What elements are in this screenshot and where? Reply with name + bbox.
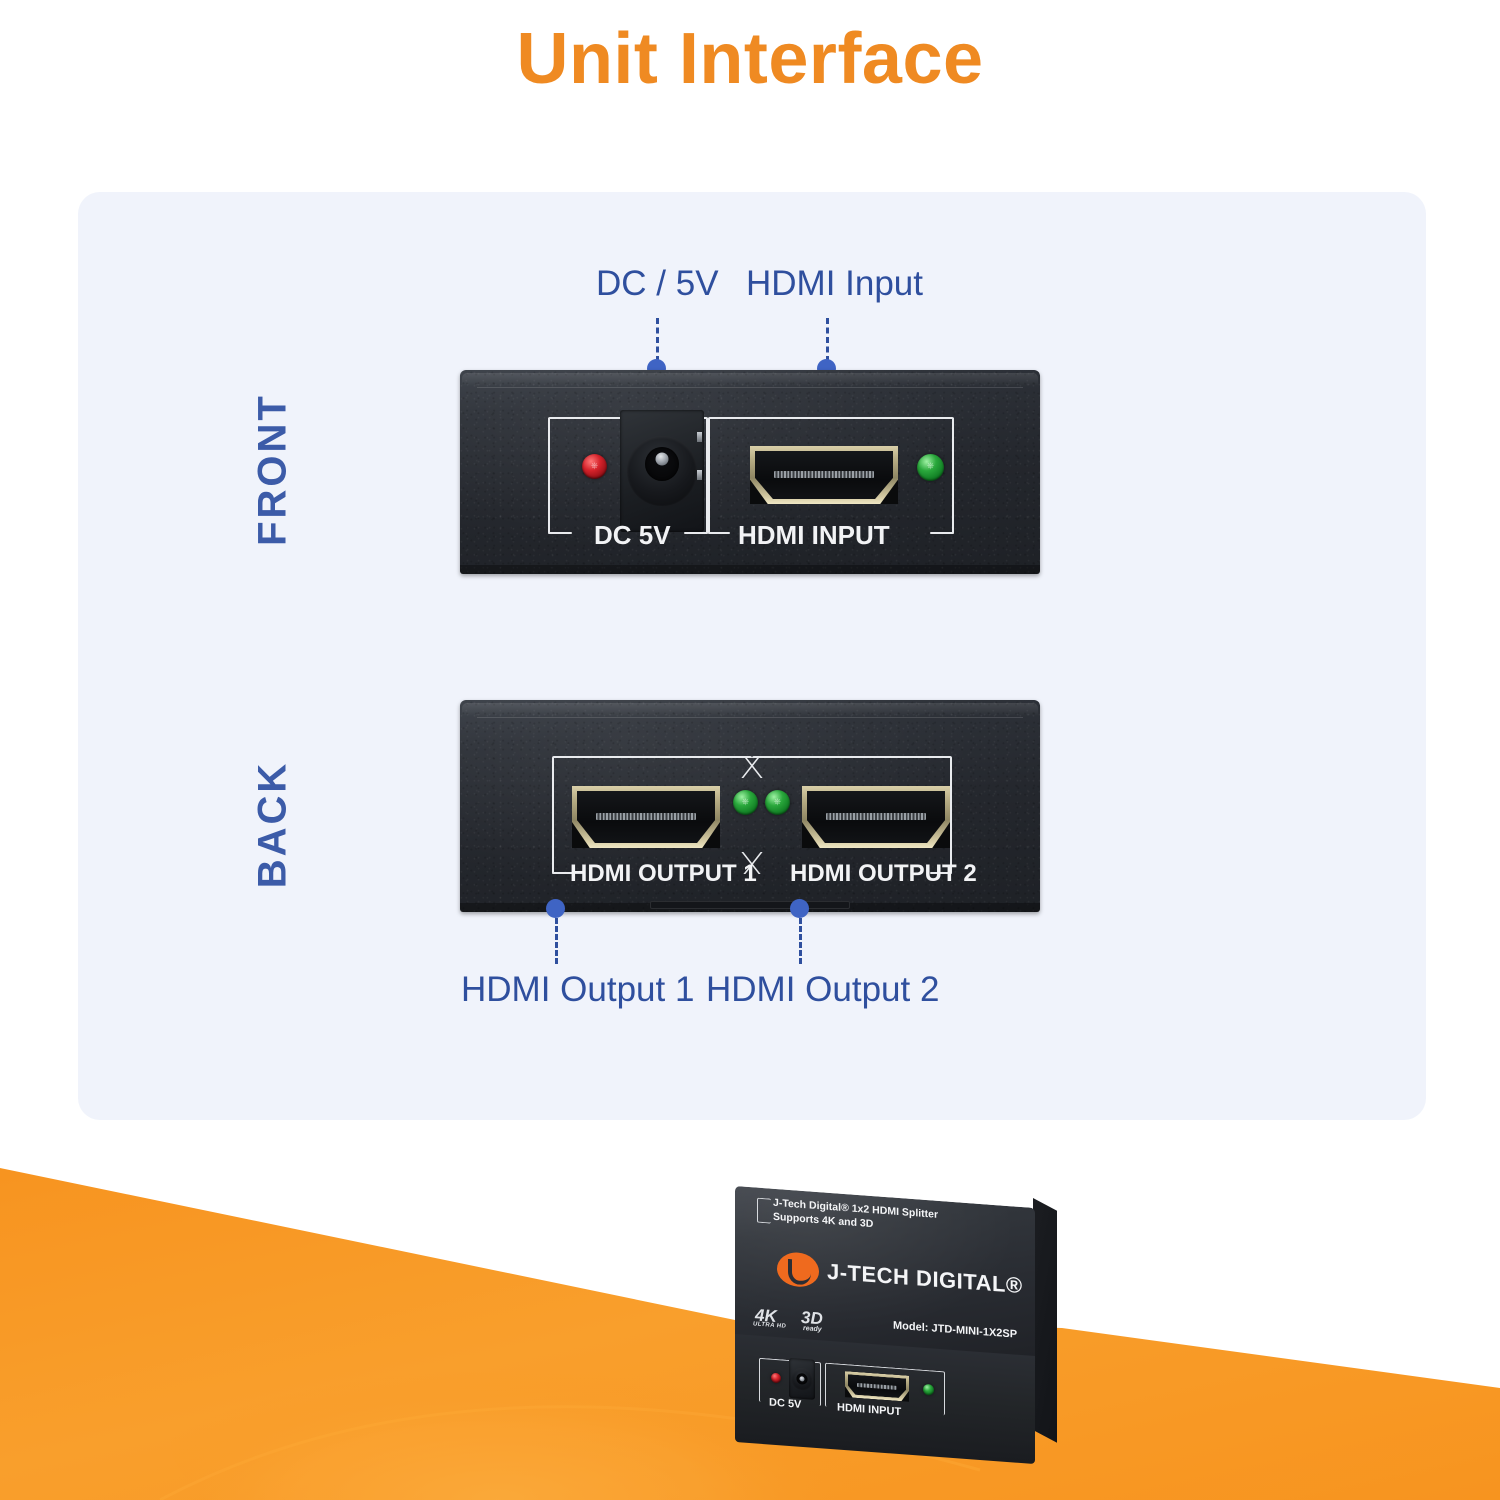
silk-frame-output2 bbox=[752, 756, 952, 874]
silk-frame-dc5v-stub-right bbox=[684, 532, 708, 534]
hdmi-port-pins bbox=[596, 813, 696, 820]
device-top-bevel bbox=[462, 703, 1038, 716]
power-led-red: ⎈ bbox=[582, 454, 607, 479]
product-hdmi-input-port bbox=[845, 1371, 909, 1402]
silk-frame-output2-stub bbox=[930, 872, 952, 874]
callout-label-hdmi-input: HDMI Input bbox=[746, 264, 923, 303]
status-led-green: ⎈ bbox=[917, 454, 944, 481]
product-status-led-green bbox=[923, 1383, 934, 1396]
product-side-face bbox=[1033, 1198, 1057, 1443]
device-foot bbox=[460, 565, 1040, 574]
dc-jack-center-pin bbox=[655, 452, 669, 466]
product-power-led-red bbox=[771, 1372, 781, 1384]
leader-dot-output2 bbox=[790, 899, 809, 918]
dc-jack-tab-lower bbox=[697, 470, 702, 480]
device-inner-edge bbox=[477, 717, 1023, 718]
silk-frame-hdmi-input-stub-right bbox=[930, 532, 954, 534]
device-back-view: ⎈ ⎈ HDMI OUTPUT 1 HDMI OUTPUT 2 bbox=[460, 700, 1040, 912]
product-front-silk-label-dc5v: DC 5V bbox=[769, 1396, 802, 1411]
callout-label-output1: HDMI Output 1 bbox=[461, 970, 695, 1009]
silk-label-output2: HDMI OUTPUT 2 bbox=[790, 860, 977, 887]
product-front-face: DC 5V HDMI INPUT bbox=[735, 1334, 1035, 1465]
product-top-face: J-Tech Digital® 1x2 HDMI Splitter Suppor… bbox=[735, 1186, 1035, 1359]
leader-line-output2 bbox=[799, 918, 802, 964]
hdmi-output-2-port bbox=[802, 786, 950, 848]
view-label-back: BACK bbox=[250, 760, 295, 889]
silk-frame-dc5v-stub-left bbox=[548, 532, 572, 534]
hdmi-output-1-port bbox=[572, 786, 720, 848]
leader-dot-output1 bbox=[546, 899, 565, 918]
leader-line-output1 bbox=[555, 918, 558, 964]
page-title: Unit Interface bbox=[516, 19, 984, 99]
silk-frame-hdmi-input bbox=[708, 417, 954, 534]
silk-frame-hdmi-input-stub-left bbox=[708, 532, 730, 534]
callout-label-output2: HDMI Output 2 bbox=[706, 970, 940, 1009]
hdmi-port-pins bbox=[826, 813, 926, 820]
led-glyph-icon: ⎈ bbox=[590, 460, 599, 470]
device-vent-slot bbox=[650, 901, 850, 909]
silk-label-output1: HDMI OUTPUT 1 bbox=[570, 860, 757, 887]
device-top-bevel bbox=[462, 373, 1038, 386]
callout-label-dc5v: DC / 5V bbox=[596, 264, 719, 303]
output1-led-green: ⎈ bbox=[733, 790, 758, 815]
leader-line-hdmi-input bbox=[826, 318, 829, 362]
badge-3d-sublabel: ready bbox=[803, 1324, 822, 1334]
led-glyph-icon: ⎈ bbox=[741, 796, 750, 806]
led-glyph-icon: ⎈ bbox=[926, 460, 935, 471]
jtech-logo-icon bbox=[777, 1251, 819, 1289]
diagram-panel: FRONT BACK DC / 5V HDMI Input ⎈ bbox=[78, 192, 1426, 1120]
product-top-bracket bbox=[757, 1197, 771, 1224]
hdmi-input-port bbox=[750, 446, 898, 504]
silk-label-dc5v: DC 5V bbox=[594, 520, 671, 550]
silk-frame-output1 bbox=[552, 756, 752, 874]
leader-line-dc5v bbox=[656, 318, 659, 362]
product-model-number: Model: JTD-MINI-1X2SP bbox=[893, 1319, 1018, 1341]
product-photo: J-Tech Digital® 1x2 HDMI Splitter Suppor… bbox=[735, 1186, 1065, 1465]
hdmi-port-pins bbox=[774, 471, 874, 478]
device-inner-edge bbox=[477, 387, 1023, 388]
view-label-front: FRONT bbox=[250, 393, 295, 546]
dc-jack-center-pin bbox=[799, 1376, 805, 1382]
product-brand-wordmark: J-TECH DIGITAL® bbox=[827, 1258, 1023, 1299]
silk-label-hdmi-input: HDMI INPUT bbox=[738, 520, 890, 550]
output2-led-green: ⎈ bbox=[765, 790, 790, 815]
product-dc-power-jack bbox=[789, 1357, 815, 1400]
dc-jack-tab-upper bbox=[697, 432, 702, 442]
device-front-view: ⎈ ⎈ DC 5V HDMI INPUT bbox=[460, 370, 1040, 574]
badge-4k-sublabel: ULTRA HD bbox=[753, 1321, 787, 1330]
silk-frame-output1-stub bbox=[552, 872, 574, 874]
led-glyph-icon: ⎈ bbox=[773, 796, 782, 806]
dc-power-jack bbox=[620, 410, 704, 532]
